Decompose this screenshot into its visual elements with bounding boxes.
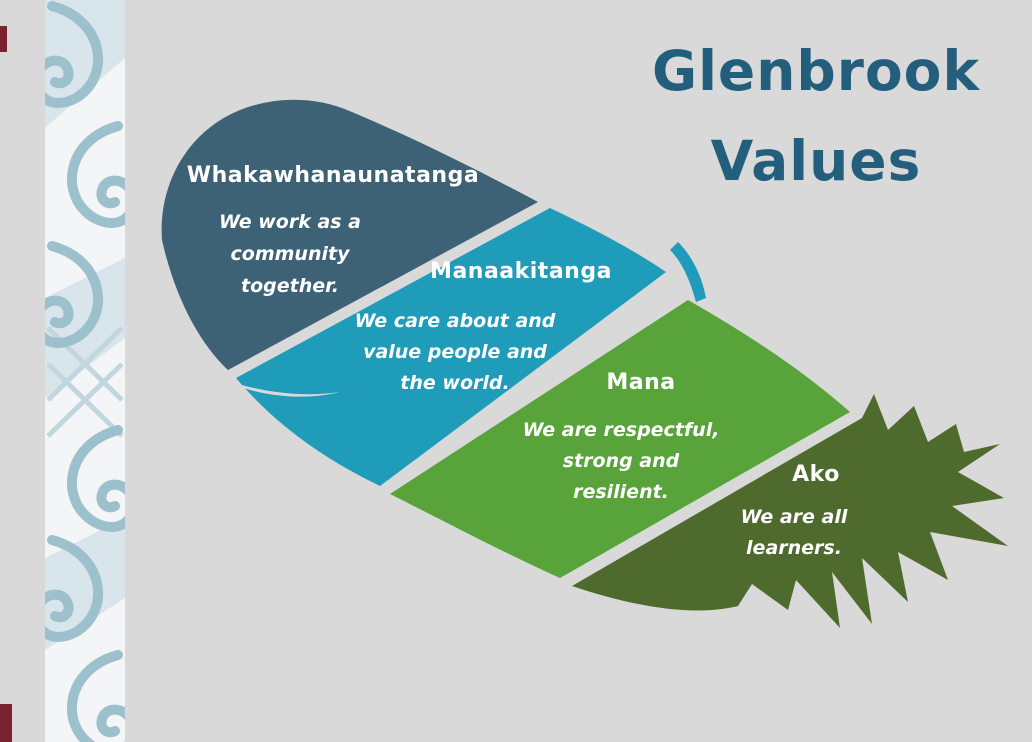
value-description-line: We are respectful, [522,419,720,441]
value-description-line: strong and [562,450,680,472]
value-name-mana: Mana [606,370,676,395]
koru-crosshatch [46,326,124,438]
segment-mana [390,300,850,578]
feather [161,99,1008,628]
value-description-whakawhanaunatanga: We work as a community together. [192,206,388,302]
feather-quill-notch [206,372,340,397]
segment-manaakitanga [236,208,666,486]
value-name-whakawhanaunatanga: Whakawhanaunatanga [186,163,480,188]
value-description-line: learners. [746,537,842,559]
page-edge-top [0,26,7,52]
value-description-line: community [230,243,350,265]
segment-ako [572,394,1008,628]
koru-border-pattern [45,0,125,742]
value-description-manaakitanga: We care about and value people and the w… [352,306,558,399]
value-description-line: We care about and [354,310,556,332]
page-edge-bottom [0,704,12,742]
value-name-manaakitanga: Manaakitanga [430,259,612,284]
value-description-line: resilient. [573,481,669,503]
value-description-line: We work as a [218,211,362,233]
poster-title: Glenbrook Values [618,26,1014,206]
value-description-mana: We are respectful, strong and resilient. [520,415,722,508]
feather-sliver [670,242,706,302]
segment-whakawhanaunatanga [161,99,538,370]
poster-title-line1: Glenbrook [651,39,981,103]
value-description-line: We are all [740,506,848,528]
value-description-line: the world. [400,372,510,394]
value-description-line: together. [241,275,339,297]
value-description-ako: We are all learners. [733,502,855,564]
poster-title-line2: Values [710,129,922,193]
value-name-ako: Ako [792,462,840,487]
value-description-line: value people and [363,341,547,363]
